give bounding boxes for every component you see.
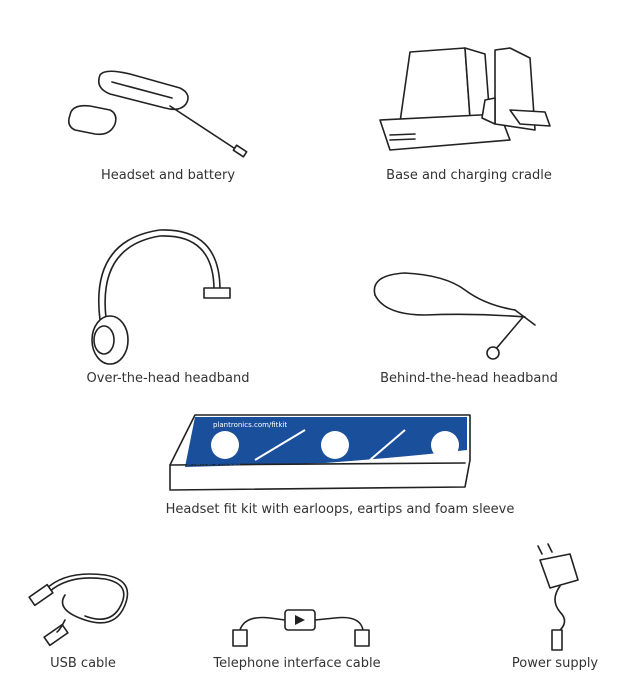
behind-head-headband-icon — [373, 272, 536, 360]
caption-base-cradle: Base and charging cradle — [386, 168, 552, 183]
fit-kit-brand: plantronics. — [186, 458, 241, 467]
fit-kit-url: plantronics.com/fitkit — [213, 421, 287, 429]
caption-fit-kit: Headset fit kit with earloops, eartips a… — [165, 502, 515, 517]
over-head-headband-icon — [91, 229, 231, 365]
caption-usb-cable: USB cable — [50, 656, 116, 671]
caption-over-head-headband: Over-the-head headband — [86, 371, 250, 386]
caption-telephone-cable: Telephone interface cable — [213, 656, 381, 671]
power-supply-icon — [537, 543, 579, 651]
caption-power-supply: Power supply — [511, 656, 599, 671]
fit-kit-icon: plantronics.com/fitkit plantronics. — [169, 414, 471, 491]
caption-behind-head-headband: Behind-the-head headband — [380, 371, 558, 386]
base-cradle-icon — [379, 47, 551, 151]
usb-cable-icon — [28, 573, 129, 647]
headset-battery-icon — [68, 70, 248, 158]
caption-headset-battery: Headset and battery — [100, 168, 236, 183]
telephone-cable-icon — [232, 609, 370, 647]
